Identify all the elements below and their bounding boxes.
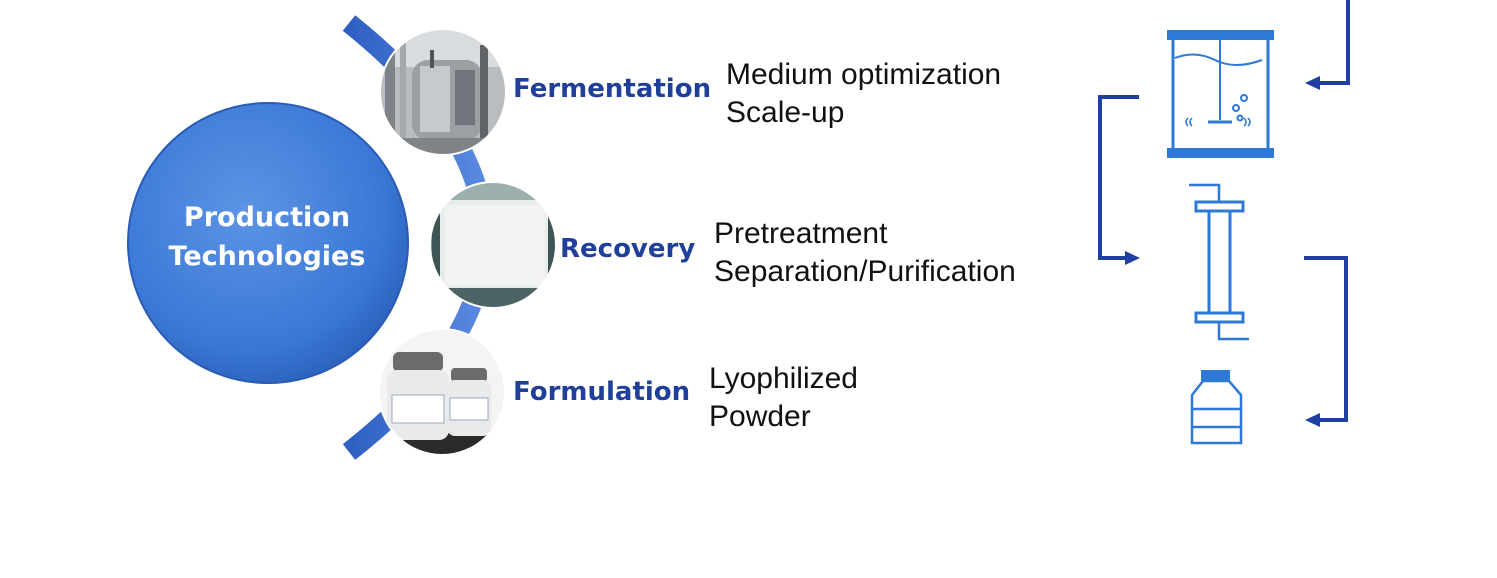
flow-arrow-into-fermenter bbox=[1305, 0, 1350, 90]
center-title-line1: Production bbox=[183, 202, 351, 233]
flow-arrow-fermenter-to-column bbox=[1098, 95, 1140, 265]
stage-formulation-label: Formulation bbox=[513, 377, 691, 407]
center-title-line2: Technologies bbox=[168, 241, 366, 272]
recovery-photo bbox=[430, 182, 556, 308]
detail-text: Scale-up bbox=[726, 96, 845, 129]
detail-text: Medium optimization bbox=[726, 58, 1002, 91]
detail-text: Lyophilized bbox=[709, 362, 858, 395]
column-icon bbox=[1189, 183, 1249, 341]
detail-text: Pretreatment bbox=[714, 217, 888, 250]
bottle-icon bbox=[1190, 370, 1243, 445]
detail-text: Powder bbox=[709, 400, 811, 433]
stage-fermentation-details: Medium optimization Scale-up bbox=[726, 56, 1001, 132]
center-title: Production Technologies bbox=[126, 198, 408, 276]
stage-fermentation-label: Fermentation bbox=[513, 74, 712, 104]
stage-formulation-details: Lyophilized Powder bbox=[709, 360, 858, 436]
fermentation-photo bbox=[380, 29, 506, 155]
flow-arrow-column-to-bottle bbox=[1304, 256, 1348, 427]
stage-recovery-label: Recovery bbox=[560, 234, 696, 264]
production-technologies-circle bbox=[127, 102, 409, 384]
fermenter-icon bbox=[1167, 30, 1274, 158]
formulation-photo bbox=[379, 329, 505, 455]
detail-text: Separation/Purification bbox=[714, 255, 1016, 288]
stage-recovery-details: Pretreatment Separation/Purification bbox=[714, 215, 1016, 291]
